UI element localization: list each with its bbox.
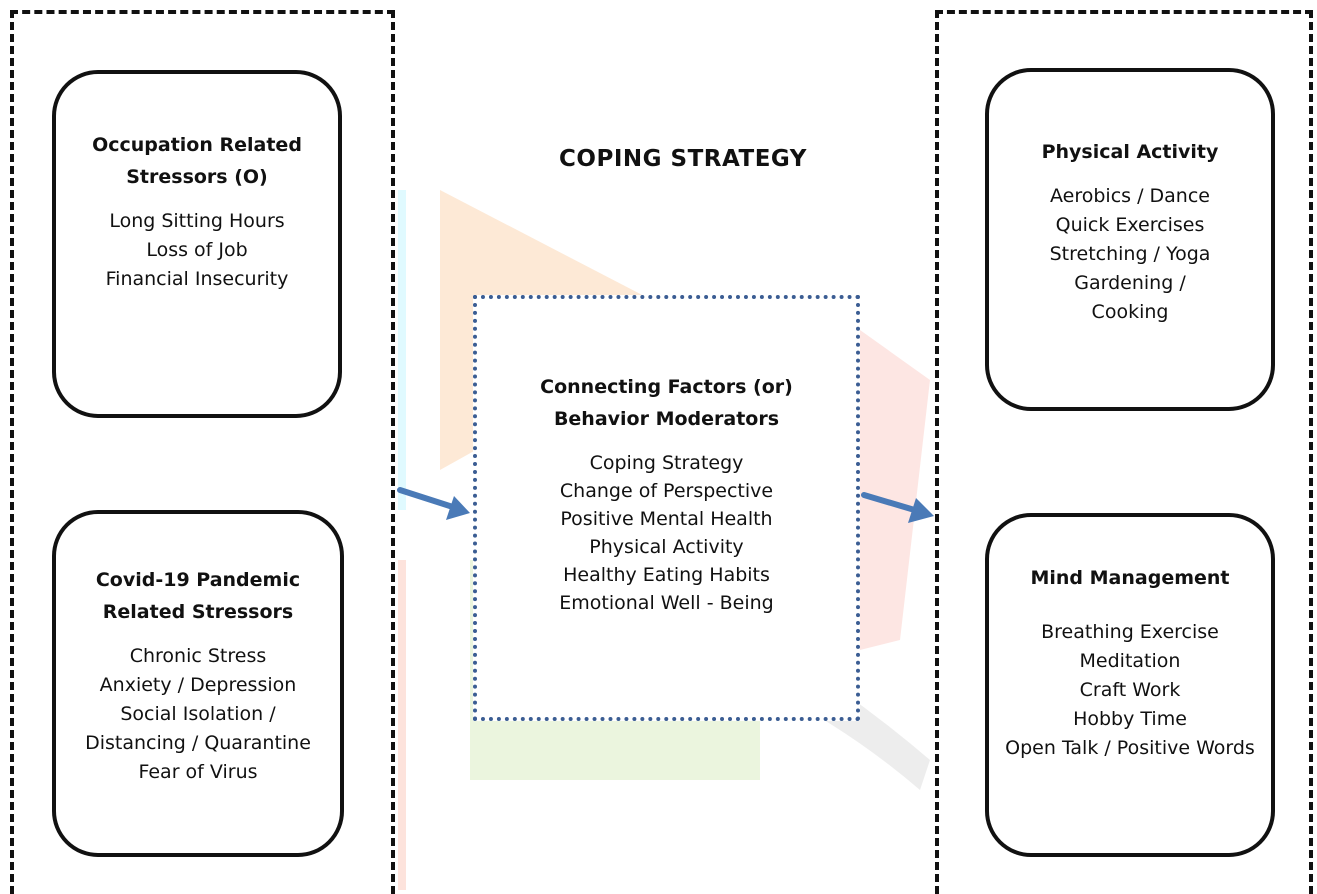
- mind-management-box: Mind Management Breathing Exercise Medit…: [985, 513, 1275, 857]
- covid-stressors-box: Covid-19 Pandemic Related Stressors Chro…: [52, 510, 344, 857]
- box-heading: Mind Management: [1030, 567, 1230, 589]
- connecting-factors-box: Connecting Factors (or) Behavior Moderat…: [473, 295, 860, 721]
- item-list: Breathing Exercise Meditation Craft Work…: [989, 618, 1271, 763]
- list-item: Breathing Exercise: [1041, 621, 1219, 643]
- box-heading: Physical Activity: [1041, 141, 1219, 163]
- list-item: Aerobics / Dance: [1050, 185, 1210, 207]
- box-heading: Connecting Factors (or) Behavior Moderat…: [540, 376, 793, 430]
- list-item: Gardening /: [1074, 272, 1186, 294]
- list-item: Fear of Virus: [138, 761, 258, 783]
- list-item: Social Isolation /: [120, 703, 276, 725]
- list-item: Healthy Eating Habits: [563, 564, 770, 586]
- list-item: Hobby Time: [1073, 708, 1187, 730]
- list-item: Quick Exercises: [1055, 214, 1205, 236]
- list-item: Long Sitting Hours: [109, 210, 285, 232]
- diagram-title: COPING STRATEGY: [559, 146, 807, 172]
- list-item: Positive Mental Health: [560, 508, 773, 530]
- list-item: Anxiety / Depression: [99, 674, 297, 696]
- box-heading: Occupation Related Stressors (O): [92, 134, 302, 188]
- item-list: Coping Strategy Change of Perspective Po…: [477, 449, 856, 617]
- list-item: Distancing / Quarantine: [85, 732, 311, 754]
- list-item: Change of Perspective: [559, 480, 774, 502]
- physical-activity-box: Physical Activity Aerobics / Dance Quick…: [985, 68, 1275, 411]
- right-dashed-panel: [935, 10, 1313, 894]
- list-item: Cooking: [1091, 301, 1169, 323]
- arrow-left-to-center-icon: [397, 487, 470, 520]
- list-item: Physical Activity: [589, 536, 744, 558]
- list-item: Craft Work: [1079, 679, 1181, 701]
- item-list: Chronic Stress Anxiety / Depression Soci…: [56, 642, 340, 787]
- arrow-center-to-right-icon: [861, 492, 934, 523]
- left-dashed-panel: [10, 10, 395, 894]
- list-item: Chronic Stress: [129, 645, 267, 667]
- list-item: Financial Insecurity: [105, 268, 289, 290]
- box-heading: Covid-19 Pandemic Related Stressors: [95, 569, 301, 623]
- list-item: Meditation: [1079, 650, 1181, 672]
- item-list: Long Sitting Hours Loss of Job Financial…: [56, 207, 338, 294]
- list-item: Loss of Job: [146, 239, 248, 261]
- list-item: Open Talk / Positive Words: [1005, 737, 1255, 759]
- item-list: Aerobics / Dance Quick Exercises Stretch…: [989, 182, 1271, 327]
- list-item: Stretching / Yoga: [1049, 243, 1211, 265]
- list-item: Coping Strategy: [589, 452, 744, 474]
- occupation-stressors-box: Occupation Related Stressors (O) Long Si…: [52, 70, 342, 418]
- list-item: Emotional Well - Being: [559, 592, 774, 614]
